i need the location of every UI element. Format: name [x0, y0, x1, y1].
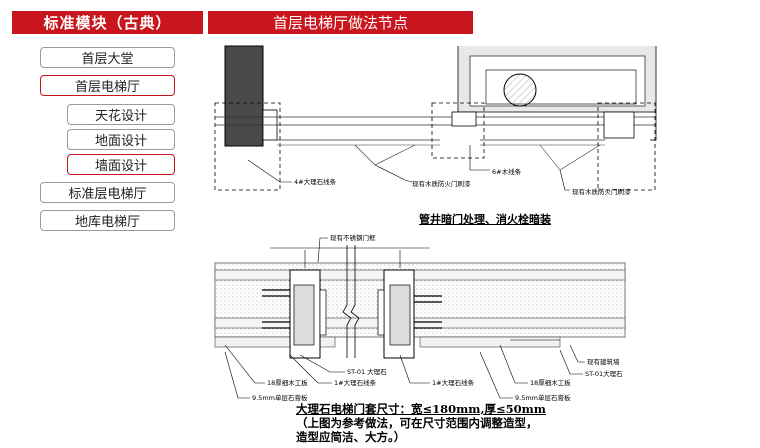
- module-title: 标准模块（古典）: [12, 11, 203, 34]
- detail-box-middle: [431, 102, 485, 159]
- notes-line-1: 大理石电梯门套尺寸：宽≤180mm,厚≤50mm: [296, 402, 546, 416]
- nav-item-ground-elevator-hall[interactable]: 首层电梯厅: [40, 75, 175, 96]
- label-marble-trim: 4#大理石线条: [294, 177, 337, 186]
- label-marble-trim-2: 1#大理石线条: [432, 378, 475, 387]
- nav-item-ceiling-design[interactable]: 天花设计: [67, 104, 175, 125]
- section-title: 首层电梯厅做法节点: [208, 11, 473, 34]
- nav-item-basement-elevator-hall[interactable]: 地库电梯厅: [40, 210, 175, 231]
- nav-item-typical-floor-elevator-hall[interactable]: 标准层电梯厅: [40, 182, 175, 203]
- hydrant-reel: [503, 73, 537, 107]
- detail-box-right: [597, 102, 656, 191]
- label-existing-structure: 现有建筑墙: [587, 357, 620, 366]
- label-gypsum-board-2: 9.5mm单层石膏板: [515, 393, 571, 402]
- nav-item-wall-design[interactable]: 墙面设计: [67, 154, 175, 175]
- concrete-column: [224, 45, 264, 147]
- label-fire-door-paint-2: 现有木质防火门刷漆: [572, 187, 631, 196]
- label-fire-door-paint-1: 现有木质防火门刷漆: [412, 179, 471, 188]
- nav-item-floor-design[interactable]: 地面设计: [67, 129, 175, 150]
- notes-block: 大理石电梯门套尺寸：宽≤180mm,厚≤50mm （上图为参考做法，可在尺寸范围…: [296, 402, 596, 444]
- section-drawing-bottom: [214, 237, 626, 399]
- label-wood-board-2: 18厚细木工板: [530, 378, 571, 387]
- detail-box-left: [214, 102, 281, 191]
- label-wood-board: 18厚细木工板: [267, 378, 308, 387]
- label-st01-right: ST-01大理石: [585, 369, 623, 378]
- label-stainless-frame: 现有不锈钢门框: [330, 233, 376, 242]
- label-st01-left: ST-01 大理石: [347, 367, 387, 376]
- label-gypsum-board: 9.5mm单层石膏板: [252, 393, 308, 402]
- label-wood-trim: 6#木线条: [492, 167, 522, 176]
- drawing-caption: 管井暗门处理、消火栓暗装: [419, 213, 551, 226]
- notes-line-2: （上图为参考做法，可在尺寸范围内调整造型，: [296, 416, 538, 430]
- nav-item-lobby[interactable]: 首层大堂: [40, 47, 175, 68]
- notes-line-3: 造型应简洁、大方。）: [296, 430, 406, 444]
- label-marble-trim-1: 1#大理石线条: [334, 378, 377, 387]
